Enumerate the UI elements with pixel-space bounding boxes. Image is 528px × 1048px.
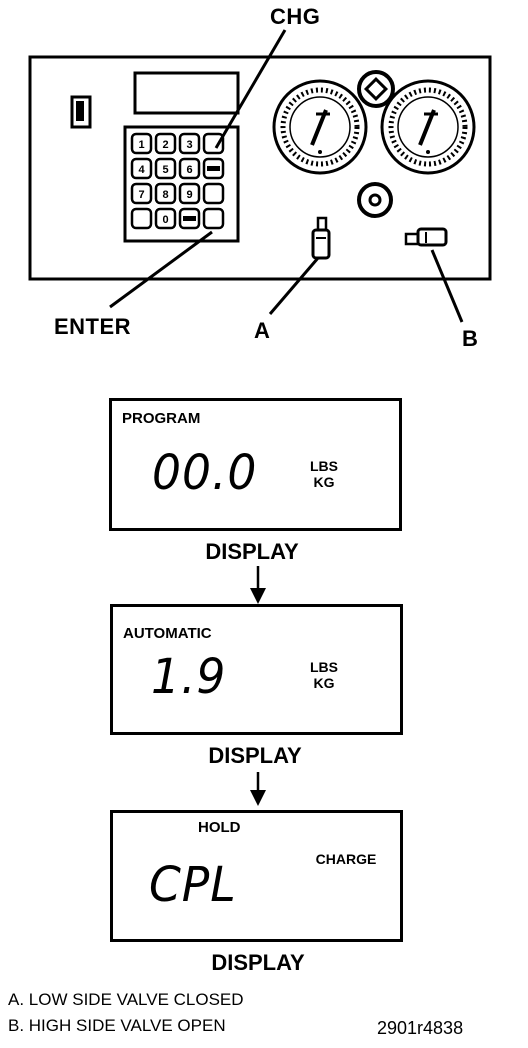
legend-item-a: A. LOW SIDE VALVE CLOSED bbox=[8, 990, 244, 1009]
enter-leader-line bbox=[109, 230, 213, 309]
program-display: PROGRAM 00.0 LBS KG bbox=[109, 398, 402, 531]
unit-charge: CHARGE bbox=[315, 851, 377, 867]
lcd-window bbox=[133, 71, 240, 115]
keypad-key-label: 9 bbox=[186, 189, 192, 201]
keypad-key bbox=[202, 132, 225, 155]
display-caption: DISPLAY bbox=[211, 950, 305, 975]
center-knob-icon bbox=[357, 70, 395, 108]
keypad-key-label: 8 bbox=[162, 189, 168, 201]
unit-lbs: LBS bbox=[310, 458, 338, 474]
keypad-key-label: 3 bbox=[186, 139, 192, 151]
display-mode-label: HOLD bbox=[198, 819, 241, 836]
keypad-key: 6 bbox=[178, 157, 201, 180]
display-caption: DISPLAY bbox=[208, 743, 302, 768]
keypad-key-label: 2 bbox=[162, 139, 168, 151]
unit-kg: KG bbox=[313, 474, 335, 490]
down-arrow-icon bbox=[250, 566, 266, 604]
keypad-key: 1 bbox=[130, 132, 153, 155]
down-arrow-icon bbox=[250, 772, 266, 806]
control-panel-illustration: 1 2 3 4 5 6 7 8 9 0 bbox=[28, 29, 492, 323]
b-callout: B bbox=[462, 326, 479, 351]
high-side-gauge-icon bbox=[380, 79, 476, 175]
keypad-key: 0 bbox=[154, 207, 177, 230]
keypad-key-label: 5 bbox=[162, 164, 168, 176]
chg-callout: CHG bbox=[270, 4, 321, 29]
control-knob-icon bbox=[357, 182, 393, 218]
power-switch-icon bbox=[70, 95, 92, 129]
keypad-key: 4 bbox=[130, 157, 153, 180]
low-side-valve-icon bbox=[311, 216, 331, 260]
hold-display: HOLD CPL CHARGE bbox=[110, 810, 403, 942]
keypad-key bbox=[202, 207, 225, 230]
keypad-key-label: 7 bbox=[138, 189, 144, 201]
chg-leader-line bbox=[214, 29, 287, 149]
keypad-key-bar bbox=[183, 216, 196, 221]
display-units: CHARGE bbox=[301, 851, 391, 867]
low-side-gauge-icon bbox=[272, 79, 368, 175]
display-value: 1.9 bbox=[151, 649, 227, 705]
keypad-key-label: 0 bbox=[162, 214, 168, 226]
figure-id: 2901r4838 bbox=[377, 1018, 464, 1038]
keypad-key-label: 4 bbox=[138, 164, 145, 176]
keypad-key: 3 bbox=[178, 132, 201, 155]
display-mode-label: AUTOMATIC bbox=[123, 625, 212, 642]
enter-callout: ENTER bbox=[54, 314, 132, 339]
display-units: LBS KG bbox=[304, 458, 344, 490]
keypad-key-label: 1 bbox=[138, 139, 144, 151]
a-leader-line bbox=[268, 257, 320, 315]
unit-lbs: LBS bbox=[310, 659, 338, 675]
display-mode-label: PROGRAM bbox=[122, 410, 201, 427]
keypad: 1 2 3 4 5 6 7 8 9 0 bbox=[130, 132, 225, 230]
legend-item-b: B. HIGH SIDE VALVE OPEN bbox=[8, 1016, 226, 1035]
keypad-key-bar bbox=[207, 166, 220, 171]
keypad-key: 5 bbox=[154, 157, 177, 180]
keypad-key-label: 6 bbox=[186, 164, 192, 176]
display-value: CPL bbox=[149, 857, 237, 913]
display-caption: DISPLAY bbox=[205, 539, 299, 564]
keypad-key bbox=[130, 207, 153, 230]
keypad-key bbox=[202, 182, 225, 205]
display-units: LBS KG bbox=[304, 659, 344, 691]
display-value: 00.0 bbox=[152, 445, 258, 501]
keypad-key: 9 bbox=[178, 182, 201, 205]
keypad-key: 8 bbox=[154, 182, 177, 205]
automatic-display: AUTOMATIC 1.9 LBS KG bbox=[110, 604, 403, 735]
high-side-valve-icon bbox=[404, 227, 448, 247]
b-leader-line bbox=[430, 249, 464, 323]
flow-arrows bbox=[250, 566, 266, 806]
unit-kg: KG bbox=[313, 675, 335, 691]
keypad-key: 7 bbox=[130, 182, 153, 205]
keypad-key: 2 bbox=[154, 132, 177, 155]
a-callout: A bbox=[254, 318, 271, 343]
